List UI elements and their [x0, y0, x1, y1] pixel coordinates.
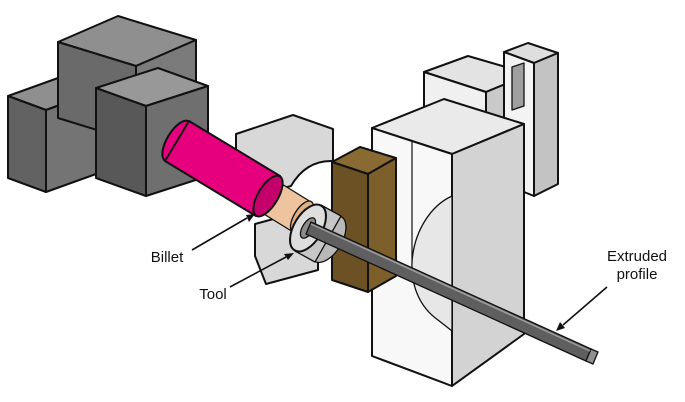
tool-arrow — [229, 256, 287, 288]
notch-plate-right-face — [533, 52, 559, 197]
extruded-profile-arrow — [562, 286, 608, 326]
press-ram-assembly — [7, 15, 209, 197]
container-curved-cutout — [411, 195, 453, 332]
extruded-bar-end-cap — [585, 348, 599, 365]
notch-plate-keyway-slot — [511, 62, 525, 111]
extruded-profile-arrowhead — [556, 322, 565, 331]
callouts: Billet Tool Extruded profile — [151, 214, 667, 331]
ram-cylinder — [161, 119, 284, 218]
billet-arrowhead — [246, 214, 255, 222]
extruded-profile-label-line2: profile — [617, 266, 658, 283]
press-boss-front-face — [95, 87, 147, 197]
ram-end-cap — [252, 174, 284, 218]
container-main-right-face — [451, 123, 525, 387]
billet-arrow — [191, 217, 248, 251]
tool-arrowhead — [284, 253, 294, 260]
tool-label: Tool — [199, 286, 227, 303]
extruded-bar-highlight — [310, 223, 591, 352]
extruded-profile-bar — [305, 221, 599, 365]
extruded-profile-label-line1: Extruded — [607, 248, 667, 265]
billet-label: Billet — [151, 249, 184, 266]
press-foot-front-face — [7, 95, 47, 193]
